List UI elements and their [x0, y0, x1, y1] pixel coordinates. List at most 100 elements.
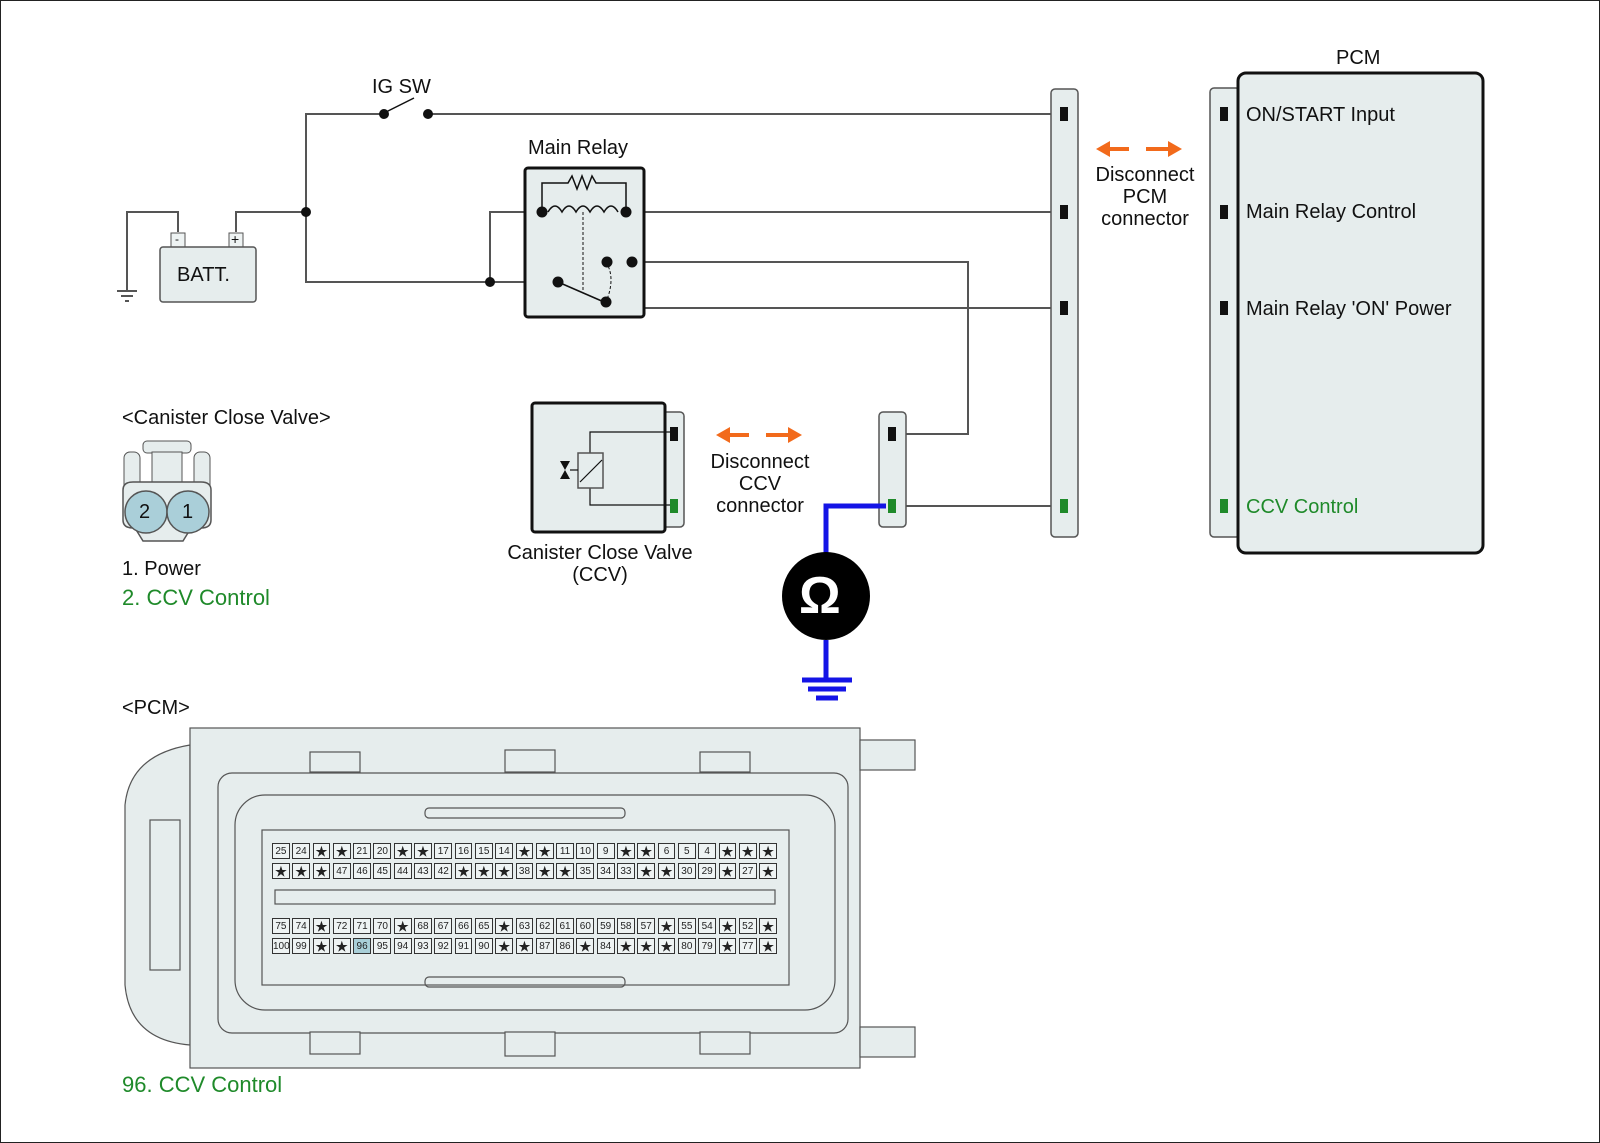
ig-switch-label: IG SW: [372, 76, 431, 98]
ig-switch-icon: [379, 97, 433, 119]
pcm-pin-93: 93: [414, 938, 432, 954]
pcm-pin-5: 5: [677, 843, 696, 859]
pcm-pin-unused: ★: [637, 863, 656, 879]
pcm-title: PCM: [1336, 47, 1381, 69]
battery-wiring: [126, 113, 1062, 507]
pcm-pin-94: 94: [393, 938, 412, 954]
pcm-pin-unused: ★: [495, 863, 514, 879]
pcm-pin-unused: ★: [617, 843, 635, 859]
pcm-pin-unused: ★: [576, 938, 595, 954]
pcm-pin-30: 30: [677, 863, 696, 879]
pcm-legend-ccv-control: 96. CCV Control: [122, 1072, 283, 1097]
pcm-pin-unused: ★: [272, 863, 290, 879]
ccv-legend-ccv-control: 2. CCV Control: [122, 585, 270, 610]
pcm-pin-15: 15: [474, 843, 493, 859]
pcm-pin-55: 55: [677, 918, 696, 934]
pcm-pin-38: 38: [515, 863, 534, 879]
pcm-pin-11: 11: [556, 843, 574, 859]
pcm-pin-4: 4: [698, 843, 717, 859]
pcm-pin-61: 61: [556, 918, 574, 934]
pcm-pin-44: 44: [393, 863, 412, 879]
pcm-pin-ccv-control: CCV Control: [1246, 496, 1359, 518]
pcm-pin-9: 9: [596, 843, 615, 859]
pcm-pin-unused: ★: [718, 863, 737, 879]
pcm-pin-unused: ★: [495, 938, 514, 954]
disconnect-ccv-line1: Disconnect: [710, 451, 810, 473]
pcm-pin-unused: ★: [759, 843, 777, 859]
pcm-pin-unused: ★: [657, 938, 676, 954]
pcm-pin-70: 70: [373, 918, 392, 934]
pcm-pin-87: 87: [535, 938, 554, 954]
pcm-connector-face: [124, 727, 916, 1069]
pcm-pin-90: 90: [474, 938, 493, 954]
pcm-pin-24: 24: [292, 843, 311, 859]
main-relay-label: Main Relay: [528, 137, 629, 159]
pcm-pin-63: 63: [515, 918, 534, 934]
pcm-pin-unused: ★: [393, 843, 412, 859]
pcm-pin-6: 6: [657, 843, 676, 859]
pcm-pin-29: 29: [698, 863, 717, 879]
pcm-pin-65: 65: [474, 918, 493, 934]
pcm-pin-unused: ★: [759, 938, 777, 954]
pcm-connector-title: <PCM>: [122, 697, 190, 719]
pcm-pin-unused: ★: [759, 918, 777, 934]
pcm-pin-main-relay-control: Main Relay Control: [1246, 201, 1417, 223]
pcm-harness-connector: [1050, 88, 1079, 538]
battery-positive-terminal: +: [231, 231, 240, 247]
pcm-pin-96: 96: [353, 938, 371, 954]
disconnect-pcm-line2: PCM: [1122, 186, 1168, 208]
ccv-pin-2: 2: [139, 501, 151, 523]
disconnect-pcm-line3: connector: [1101, 208, 1189, 230]
pcm-pin-unused: ★: [556, 863, 574, 879]
pcm-pin-unused: ★: [312, 843, 331, 859]
pcm-pin-86: 86: [556, 938, 574, 954]
pcm-pin-21: 21: [353, 843, 371, 859]
pcm-pin-unused: ★: [515, 938, 534, 954]
ccv-connector-title: <Canister Close Valve>: [122, 407, 331, 429]
pcm-pin-84: 84: [596, 938, 615, 954]
pcm-pin-66: 66: [454, 918, 473, 934]
pcm-pin-unused: ★: [718, 938, 737, 954]
pcm-pin-68: 68: [414, 918, 432, 934]
battery-negative-terminal: -: [175, 232, 179, 246]
pcm-pin-unused: ★: [738, 843, 757, 859]
pcm-pin-16: 16: [454, 843, 473, 859]
pcm-pin-46: 46: [353, 863, 371, 879]
pcm-pin-72: 72: [332, 918, 351, 934]
pcm-pin-unused: ★: [474, 863, 493, 879]
pcm-pin-unused: ★: [414, 843, 432, 859]
pcm-pin-unused: ★: [292, 863, 311, 879]
pcm-pin-unused: ★: [617, 938, 635, 954]
main-relay-icon: [523, 166, 646, 319]
ccv-harness-connector: [878, 411, 907, 528]
pcm-pin-main-relay-on-power: Main Relay 'ON' Power: [1246, 298, 1452, 320]
disconnect-ccv-line2: CCV: [738, 473, 782, 495]
ccv-label-line1: Canister Close Valve: [507, 542, 693, 564]
pcm-pin-unused: ★: [657, 918, 676, 934]
ohm-symbol: Ω: [799, 567, 841, 625]
pcm-pin-59: 59: [596, 918, 615, 934]
pcm-pin-25: 25: [272, 843, 290, 859]
pcm-pin-60: 60: [576, 918, 595, 934]
pcm-pin-71: 71: [353, 918, 371, 934]
pcm-pin-on-start-input: ON/START Input: [1246, 104, 1395, 126]
disconnect-ccv-arrows: [716, 427, 802, 443]
pcm-pin-75: 75: [272, 918, 290, 934]
pcm-pin-unused: ★: [637, 938, 656, 954]
pcm-pin-unused: ★: [657, 863, 676, 879]
pcm-pin-unused: ★: [759, 863, 777, 879]
pcm-pin-62: 62: [535, 918, 554, 934]
disconnect-pcm-arrows: [1096, 141, 1182, 157]
disconnect-ccv-label: Disconnect CCV connector: [700, 451, 820, 517]
pcm-pin-91: 91: [454, 938, 473, 954]
pcm-pin-77: 77: [738, 938, 757, 954]
pcm-pin-unused: ★: [637, 843, 656, 859]
ccv-component: [530, 401, 685, 534]
pcm-pin-unused: ★: [535, 843, 554, 859]
pcm-pin-unused: ★: [718, 843, 737, 859]
pcm-pin-80: 80: [677, 938, 696, 954]
pcm-pin-33: 33: [617, 863, 635, 879]
